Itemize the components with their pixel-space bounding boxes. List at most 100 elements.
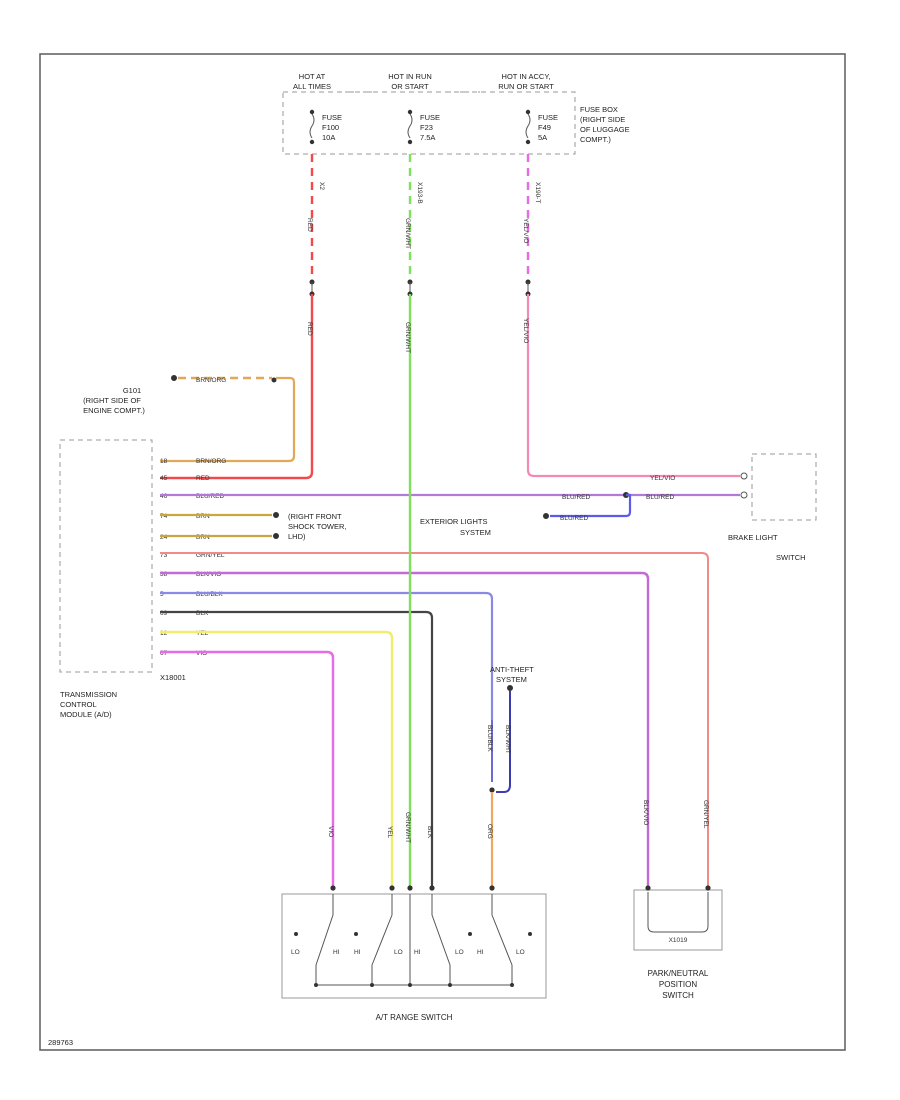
svg-text:F100: F100 bbox=[322, 123, 339, 132]
svg-text:HI: HI bbox=[354, 949, 361, 956]
svg-text:BLU/BLK: BLU/BLK bbox=[486, 725, 493, 752]
svg-text:SYSTEM: SYSTEM bbox=[460, 528, 491, 537]
wire-org: ORG bbox=[486, 792, 494, 888]
svg-text:CONTROL: CONTROL bbox=[60, 700, 97, 709]
svg-text:MODULE (A/D): MODULE (A/D) bbox=[60, 710, 112, 719]
svg-text:SWITCH: SWITCH bbox=[662, 991, 694, 1000]
svg-text:LO: LO bbox=[455, 949, 464, 956]
svg-text:GRN/YEL: GRN/YEL bbox=[196, 552, 225, 559]
wire-grn-yel: GRN/YEL bbox=[160, 552, 709, 890]
svg-text:X190-T: X190-T bbox=[534, 182, 541, 203]
svg-text:BLK: BLK bbox=[426, 826, 433, 839]
svg-text:HI: HI bbox=[414, 949, 421, 956]
svg-text:COMPT.): COMPT.) bbox=[580, 135, 611, 144]
svg-text:GRN/WHT: GRN/WHT bbox=[404, 812, 411, 843]
svg-text:BLU/RED: BLU/RED bbox=[196, 493, 224, 500]
at-range-switch-label: A/T RANGE SWITCH bbox=[376, 1013, 453, 1022]
diagram-code: 289763 bbox=[48, 1038, 73, 1047]
svg-text:73: 73 bbox=[160, 552, 168, 559]
wire-blk-vio: BLK/VIO bbox=[160, 571, 650, 890]
svg-text:RED: RED bbox=[306, 218, 313, 232]
svg-text:YEL: YEL bbox=[386, 826, 393, 839]
svg-text:BLK/WHT: BLK/WHT bbox=[504, 725, 511, 754]
svg-text:OF LUGGAGE: OF LUGGAGE bbox=[580, 125, 630, 134]
svg-text:18: 18 bbox=[160, 458, 168, 465]
at-range-switch: LO HI HI LO HI LO HI LO A/T RANGE SWITCH bbox=[281, 885, 547, 1022]
svg-text:RED: RED bbox=[306, 322, 313, 336]
svg-text:GRN/WHT: GRN/WHT bbox=[404, 322, 411, 353]
svg-text:67: 67 bbox=[160, 650, 168, 657]
svg-text:F23: F23 bbox=[420, 123, 433, 132]
anti-theft-label: ANTI-THEFT bbox=[490, 665, 534, 674]
svg-text:(RIGHT SIDE OF: (RIGHT SIDE OF bbox=[83, 396, 141, 405]
svg-text:SYSTEM: SYSTEM bbox=[496, 675, 527, 684]
fuse-f23: FUSE F23 7.5A bbox=[407, 109, 440, 145]
svg-text:YEL/VIO: YEL/VIO bbox=[650, 475, 675, 482]
wire-green-f23: X193-B GRN/WHT GRN/WHT GRN/WHT bbox=[404, 154, 423, 888]
wire-blk: BLK bbox=[160, 610, 434, 888]
svg-text:BLU/RED: BLU/RED bbox=[560, 515, 588, 522]
hot-label-1b: ALL TIMES bbox=[293, 82, 331, 91]
ground2-label: (RIGHT FRONT bbox=[288, 512, 342, 521]
ground-g101: BRN/ORG G101 (RIGHT SIDE OF ENGINE COMPT… bbox=[83, 375, 296, 463]
svg-text:BRN: BRN bbox=[196, 513, 210, 520]
svg-text:HI: HI bbox=[477, 949, 484, 956]
svg-text:74: 74 bbox=[160, 513, 168, 520]
brake-light-switch-label: BRAKE LIGHT bbox=[728, 533, 778, 542]
svg-text:BLU/RED: BLU/RED bbox=[646, 494, 674, 501]
ground-g101-label: G101 bbox=[123, 386, 141, 395]
svg-text:BLU/RED: BLU/RED bbox=[562, 494, 590, 501]
svg-text:SWITCH: SWITCH bbox=[776, 553, 806, 562]
svg-text:F49: F49 bbox=[538, 123, 551, 132]
svg-text:5: 5 bbox=[160, 591, 164, 598]
svg-text:YEL: YEL bbox=[196, 630, 209, 637]
svg-text:X1019: X1019 bbox=[669, 937, 688, 944]
svg-text:12: 12 bbox=[160, 630, 168, 637]
svg-text:BLK/VIO: BLK/VIO bbox=[196, 571, 221, 578]
hot-label-2b: OR START bbox=[391, 82, 429, 91]
wire-pink-f49: X190-T YEL/VIO YEL/VIO bbox=[522, 154, 740, 478]
svg-text:FUSE: FUSE bbox=[538, 113, 558, 122]
svg-text:BRN: BRN bbox=[196, 534, 210, 541]
brake-light-switch: YEL/VIO BLU/RED BLU/RED BRAKE LIGHT SWIT… bbox=[562, 453, 817, 562]
fuse-box-label: FUSE BOX bbox=[580, 105, 618, 114]
svg-text:LO: LO bbox=[516, 949, 525, 956]
svg-text:24: 24 bbox=[160, 534, 168, 541]
fuse-f49: FUSE F49 5A bbox=[525, 109, 558, 145]
svg-text:ORG: ORG bbox=[486, 824, 493, 839]
anti-theft-system: BLK/WHT ANTI-THEFT SYSTEM bbox=[490, 665, 534, 793]
svg-text:38: 38 bbox=[160, 571, 168, 578]
svg-text:7.5A: 7.5A bbox=[420, 133, 435, 142]
svg-text:GRN/YEL: GRN/YEL bbox=[702, 800, 709, 829]
svg-text:GRN/WHT: GRN/WHT bbox=[404, 218, 411, 249]
svg-text:BLU/BLK: BLU/BLK bbox=[196, 591, 223, 598]
svg-text:(RIGHT SIDE: (RIGHT SIDE bbox=[580, 115, 625, 124]
svg-text:X193-B: X193-B bbox=[416, 182, 423, 204]
svg-text:X2: X2 bbox=[318, 182, 325, 190]
svg-text:RED: RED bbox=[196, 475, 210, 482]
fuse-f100: FUSE F100 10A bbox=[309, 109, 342, 145]
svg-text:YEL/VIO: YEL/VIO bbox=[522, 218, 529, 243]
svg-text:46: 46 bbox=[160, 493, 168, 500]
svg-text:BLK/VIO: BLK/VIO bbox=[642, 800, 649, 825]
svg-text:5A: 5A bbox=[538, 133, 547, 142]
park-neutral-switch-label: PARK/NEUTRAL bbox=[648, 969, 709, 978]
wire-blu-blk: BLU/BLK bbox=[160, 591, 495, 793]
fuse-box: HOT AT ALL TIMES HOT IN RUN OR START HOT… bbox=[282, 72, 630, 155]
wire-yel: YEL bbox=[160, 630, 394, 888]
svg-text:LO: LO bbox=[394, 949, 403, 956]
svg-text:LO: LO bbox=[291, 949, 300, 956]
hot-label-1a: HOT AT bbox=[299, 72, 326, 81]
svg-text:VIO: VIO bbox=[196, 650, 207, 657]
svg-text:YEL/VIO: YEL/VIO bbox=[522, 318, 529, 343]
wire-vio: VIO bbox=[160, 650, 335, 888]
svg-text:FUSE: FUSE bbox=[322, 113, 342, 122]
tcm-module: X18001 TRANSMISSION CONTROL MODULE (A/D) bbox=[59, 439, 186, 719]
svg-text:HI: HI bbox=[333, 949, 340, 956]
hot-label-3a: HOT IN ACCY, bbox=[502, 72, 551, 81]
tcm-connector-label: X18001 bbox=[160, 673, 186, 682]
tcm-label: TRANSMISSION bbox=[60, 690, 117, 699]
svg-text:10A: 10A bbox=[322, 133, 335, 142]
svg-text:BLK: BLK bbox=[196, 610, 209, 617]
